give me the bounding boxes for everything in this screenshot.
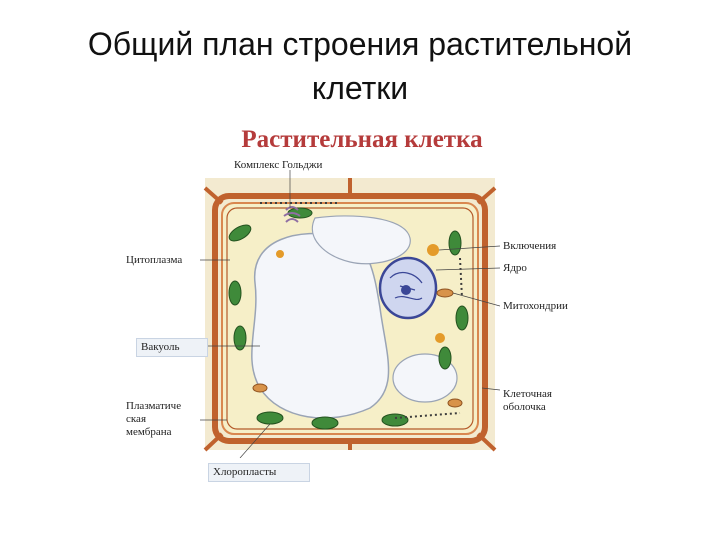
pointer-chloroplasts <box>239 423 271 458</box>
label-mitochondria: Митохондрии <box>503 300 568 312</box>
label-chloroplasts: Хлоропласты <box>208 463 310 482</box>
chloroplast <box>455 305 469 331</box>
pointer-inclusions <box>438 245 500 251</box>
slide-title-line2: клетки <box>311 70 409 106</box>
mitochondrion <box>436 288 454 298</box>
pointer-nucleus <box>435 267 500 271</box>
wall-junctions <box>203 178 497 452</box>
label-vacuole: Вакуоль <box>136 338 208 357</box>
chloroplast <box>256 411 284 425</box>
plant-cell-diagram <box>200 170 500 458</box>
chloroplast <box>311 416 339 430</box>
mitochondrion <box>447 398 463 408</box>
pointer-cell-wall <box>481 387 500 391</box>
chloroplast <box>438 346 452 370</box>
inclusion <box>435 333 445 343</box>
label-cell-wall: Клеточная оболочка <box>503 388 552 413</box>
label-cytoplasm: Цитоплазма <box>126 254 183 266</box>
label-inclusions: Включения <box>503 240 557 252</box>
slide-title-line1: Общий план строения растительной <box>87 26 633 62</box>
label-golgi: Комплекс Гольджи <box>234 159 323 171</box>
plasma-membrane <box>226 207 474 430</box>
nucleolus <box>401 285 411 295</box>
vacuole-small <box>311 215 411 265</box>
chloroplast <box>228 280 242 306</box>
chloroplast <box>228 224 252 242</box>
chloroplast <box>233 325 247 351</box>
label-nucleus: Ядро <box>503 262 527 274</box>
label-membrane: Плазматиче ская мембрана <box>126 400 182 438</box>
pointer-mitochondria <box>452 292 500 307</box>
chloroplast <box>381 413 409 427</box>
endoplasmic-reticulum <box>260 202 463 419</box>
diagram-title: Растительная клетка <box>241 126 483 153</box>
slide-title: Общий план строения растительной клетки <box>0 22 720 110</box>
inclusion <box>276 250 284 258</box>
mitochondria <box>252 288 463 408</box>
chloroplasts <box>228 207 469 430</box>
mitochondrion <box>252 383 268 393</box>
label-pointers <box>200 170 500 458</box>
inclusion <box>427 244 439 256</box>
golgi-complex <box>283 206 301 223</box>
inclusions <box>276 244 445 343</box>
chloroplast <box>448 230 462 256</box>
